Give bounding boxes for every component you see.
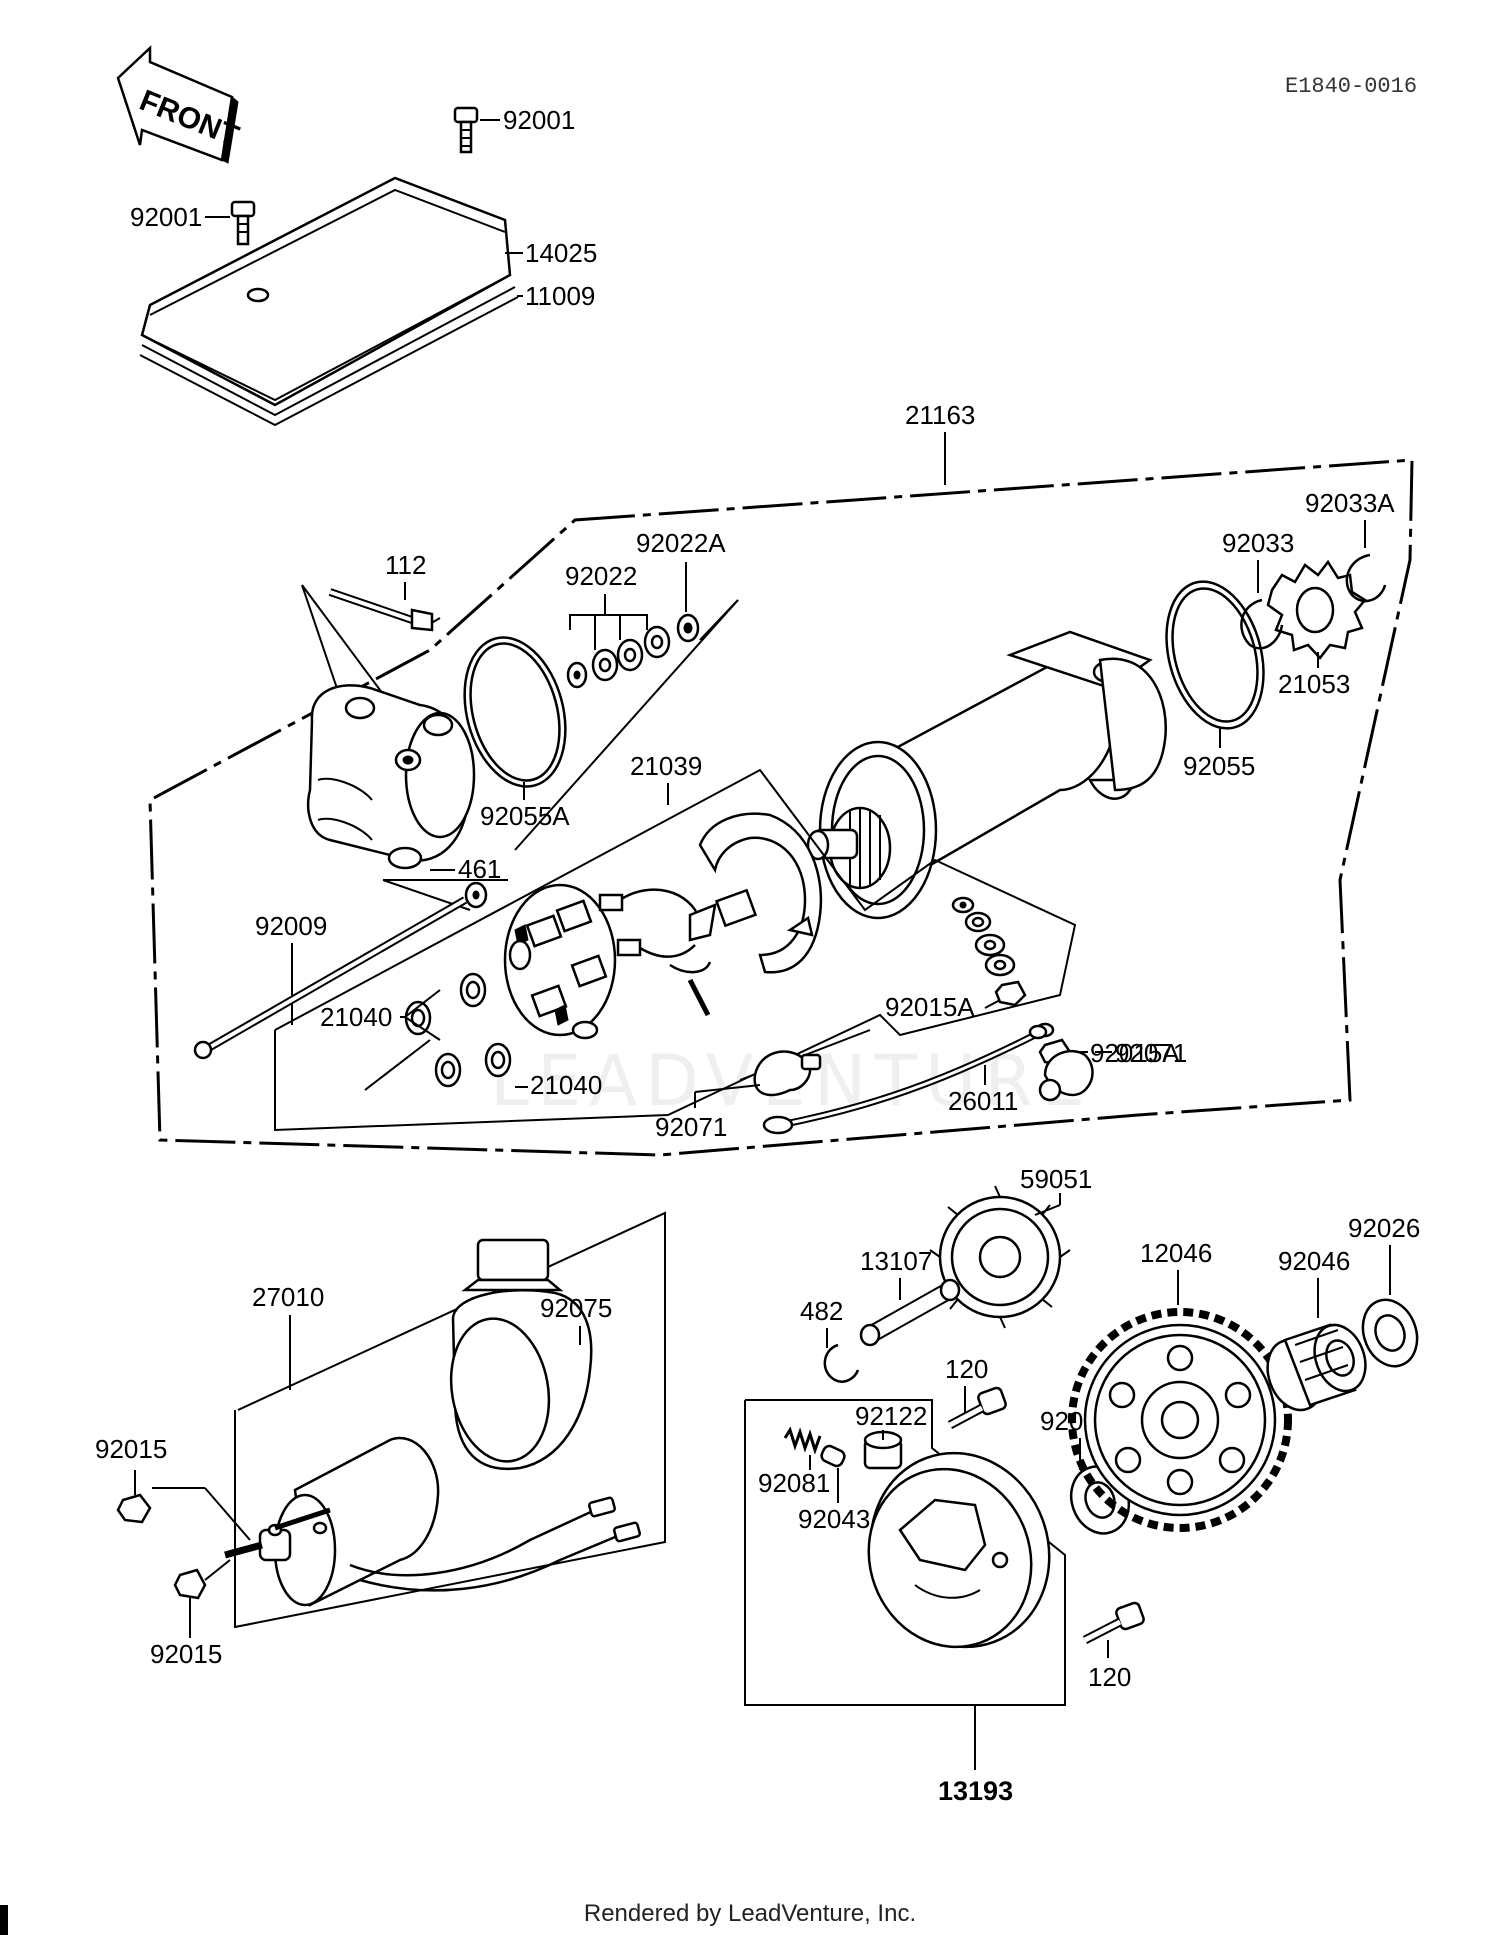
part-label-21040-b: 21040 — [530, 1070, 602, 1100]
brush-plate — [503, 883, 617, 1040]
part-label-92033A: 92033A — [1305, 488, 1395, 518]
nut-icon — [116, 1493, 152, 1524]
washer-icon — [566, 613, 700, 689]
needle-bearing-icon — [1266, 1323, 1367, 1412]
pinion-gear-icon — [1266, 559, 1367, 660]
part-label-21163: 21163 — [905, 400, 975, 430]
part-label-120-a: 120 — [945, 1354, 988, 1384]
o-ring — [1165, 580, 1265, 730]
spring-icon — [783, 1426, 822, 1455]
bolt-icon — [947, 1386, 1007, 1429]
end-cap — [306, 684, 476, 870]
part-label-26011: 26011 — [948, 1086, 1018, 1116]
nut-icon — [173, 1568, 207, 1600]
bolt-icon — [453, 106, 479, 154]
part-label-92022: 92022 — [565, 561, 637, 591]
part-label-92071-a: 92071 — [1115, 1038, 1187, 1068]
part-label-92043: 92043 — [798, 1504, 870, 1534]
diagram-code: E1840-0016 — [1285, 74, 1417, 99]
part-label-92022A: 92022A — [636, 528, 726, 558]
part-label-92046: 92046 — [1278, 1246, 1350, 1276]
part-label-92075: 92075 — [540, 1293, 612, 1323]
cable-26011 — [762, 1024, 1048, 1135]
part-label-11009: 11009 — [525, 281, 595, 311]
part-label-21039: 21039 — [630, 751, 702, 781]
part-label-92122: 92122 — [855, 1401, 927, 1431]
part-label-92055A: 92055A — [480, 801, 570, 831]
clutch-body — [867, 1451, 1051, 1649]
part-label-14025: 14025 — [525, 238, 597, 268]
cover — [139, 176, 519, 427]
brush-cable — [598, 888, 717, 1017]
part-label-92001-top: 92001 — [503, 105, 575, 135]
o-ring — [463, 636, 567, 788]
part-label-482: 482 — [800, 1296, 843, 1326]
part-label-112: 112 — [385, 550, 426, 580]
part-label-92015-b: 92015 — [150, 1639, 222, 1669]
footer-credit: Rendered by LeadVenture, Inc. — [583, 1900, 917, 1927]
part-label-92009: 92009 — [255, 911, 327, 941]
part-label-120-b: 120 — [1088, 1662, 1131, 1692]
starter-clutch-assembly: 59051 13107 482 120 92122 — [744, 1164, 1420, 1806]
cover-group: 92001 92001 14025 11009 — [130, 105, 597, 427]
nut-icon — [994, 980, 1027, 1007]
bolt-icon — [328, 588, 434, 632]
part-label-21040-a: 21040 — [320, 1002, 392, 1032]
part-label-27010: 27010 — [252, 1282, 324, 1312]
circlip-icon — [823, 1343, 860, 1383]
pin-icon — [820, 1444, 846, 1468]
starter-motor-assembly: 21163 112 92055A — [148, 400, 1414, 1157]
relay-cover — [449, 1238, 593, 1471]
part-label-92033: 92033 — [1222, 528, 1294, 558]
sprocket-gear-icon — [1068, 1308, 1292, 1532]
circlip-icon — [1240, 598, 1284, 650]
front-arrow-icon: FRONT — [116, 45, 243, 164]
nut-icon — [464, 881, 488, 909]
part-label-13193: 13193 — [938, 1776, 1013, 1806]
motor-housing — [806, 630, 1167, 920]
relay-body — [224, 1436, 641, 1607]
shaft-icon — [859, 1278, 961, 1347]
part-label-12046: 12046 — [1140, 1238, 1212, 1268]
part-label-92081: 92081 — [758, 1468, 830, 1498]
part-label-21053: 21053 — [1278, 669, 1350, 699]
yoke-ring — [698, 812, 823, 974]
circlip-icon — [1345, 553, 1387, 603]
part-label-92015A-a: 92015A — [885, 992, 975, 1022]
part-label-92026-b: 92026 — [1348, 1213, 1420, 1243]
terminal-boot-icon — [753, 1050, 822, 1097]
bolt-icon — [1082, 1601, 1145, 1645]
spring-icon — [404, 972, 512, 1088]
part-label-13107: 13107 — [860, 1246, 932, 1276]
starter-relay-assembly: 27010 92075 92015 — [95, 1211, 666, 1669]
part-label-92071-b: 92071 — [655, 1112, 727, 1142]
part-label-92001-left: 92001 — [130, 202, 202, 232]
bolt-icon — [230, 200, 256, 246]
left-edge-mark — [0, 1905, 8, 1935]
idler-gear-icon — [929, 1185, 1071, 1329]
washer-icon — [951, 896, 1016, 977]
part-label-59051: 59051 — [1020, 1164, 1092, 1194]
part-label-92015-a: 92015 — [95, 1434, 167, 1464]
part-label-92055: 92055 — [1183, 751, 1255, 781]
terminal-boot-icon — [1038, 1049, 1094, 1102]
